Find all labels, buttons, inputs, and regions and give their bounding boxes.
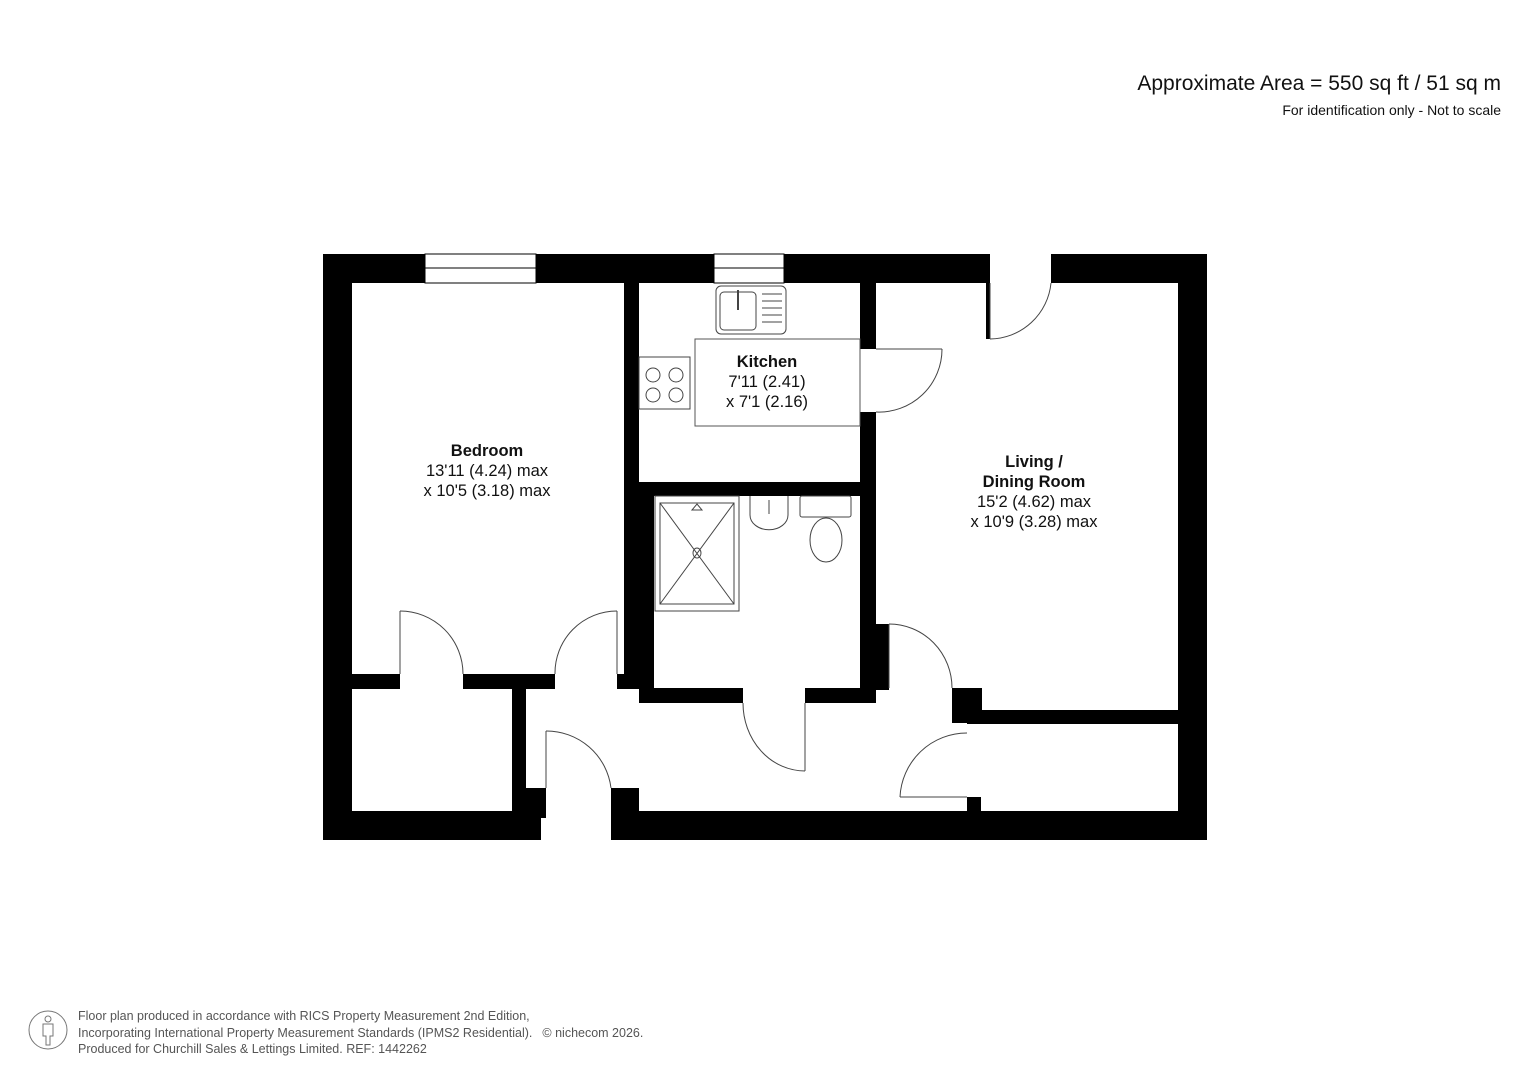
hob-icon bbox=[638, 356, 691, 410]
plan-header: Approximate Area = 550 sq ft / 51 sq m F… bbox=[1137, 72, 1501, 118]
room-dimension: 7'11 (2.41) bbox=[728, 373, 806, 391]
approximate-area: Approximate Area = 550 sq ft / 51 sq m bbox=[1137, 72, 1501, 95]
room-label-bedroom: Bedroom 13'11 (4.24) max x 10'5 (3.18) m… bbox=[387, 441, 587, 501]
door-swings bbox=[399, 282, 1052, 798]
room-name: Bedroom bbox=[450, 442, 524, 460]
room-name-line2: Dining Room bbox=[982, 473, 1086, 491]
footer-text: Floor plan produced in accordance with R… bbox=[78, 1008, 643, 1058]
footer-line-1: Floor plan produced in accordance with R… bbox=[78, 1009, 530, 1023]
room-label-living-dining: Living / Dining Room 15'2 (4.62) max x 1… bbox=[934, 452, 1134, 532]
footer-line-2-row: Incorporating International Property Mea… bbox=[78, 1025, 643, 1042]
copyright: © nichecom 2026. bbox=[542, 1025, 644, 1040]
room-name: Living / bbox=[1005, 453, 1063, 471]
room-label-kitchen: Kitchen 7'11 (2.41) x 7'1 (2.16) bbox=[697, 352, 837, 412]
plan-footer: Floor plan produced in accordance with R… bbox=[28, 1008, 643, 1058]
person-scale-icon bbox=[28, 1010, 68, 1050]
room-name: Kitchen bbox=[736, 353, 798, 371]
room-dimension: x 10'9 (3.28) max bbox=[970, 513, 1098, 531]
room-dimension: 15'2 (4.62) max bbox=[976, 493, 1092, 511]
scale-note: For identification only - Not to scale bbox=[1282, 102, 1501, 118]
room-dimension: 13'11 (4.24) max bbox=[425, 462, 549, 480]
footer-line-2: Incorporating International Property Mea… bbox=[78, 1025, 533, 1040]
toilet-icon bbox=[799, 495, 852, 563]
walls bbox=[323, 254, 1207, 840]
sink-icon bbox=[715, 285, 787, 335]
windows bbox=[424, 253, 785, 284]
kitchen-counter bbox=[694, 338, 861, 427]
footer-line-3: Produced for Churchill Sales & Lettings … bbox=[78, 1042, 427, 1056]
basin-icon bbox=[749, 496, 789, 531]
shower-tray-icon bbox=[654, 495, 740, 612]
room-dimension: x 10'5 (3.18) max bbox=[423, 482, 551, 500]
room-dimension: x 7'1 (2.16) bbox=[725, 393, 809, 411]
